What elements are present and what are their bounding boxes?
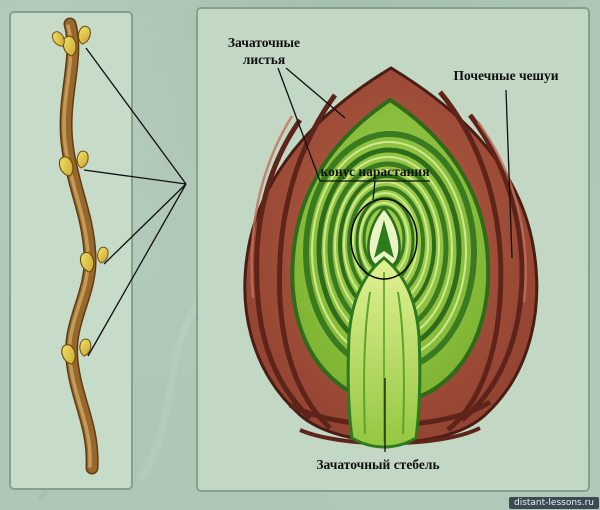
- bud-leader-lines: [83, 47, 187, 357]
- label-leader-lines: [277, 67, 513, 452]
- growth-cone-shape: [367, 206, 401, 270]
- watermark: distant-lessons.ru: [508, 497, 599, 509]
- twig-panel: [9, 11, 133, 490]
- growth-cone-annotation-circle: [350, 198, 418, 280]
- label-rudimentary-leaves-line2: листья: [243, 52, 285, 67]
- label-rudimentary-leaves-line1: Зачаточные: [228, 35, 300, 50]
- label-rudimentary-stem: Зачаточный стебель: [316, 457, 439, 472]
- rudimentary-stem-shape: [346, 256, 422, 449]
- label-bud-scales: Почечные чешуи: [453, 68, 558, 83]
- label-growth-cone: конус нарастания: [320, 164, 429, 179]
